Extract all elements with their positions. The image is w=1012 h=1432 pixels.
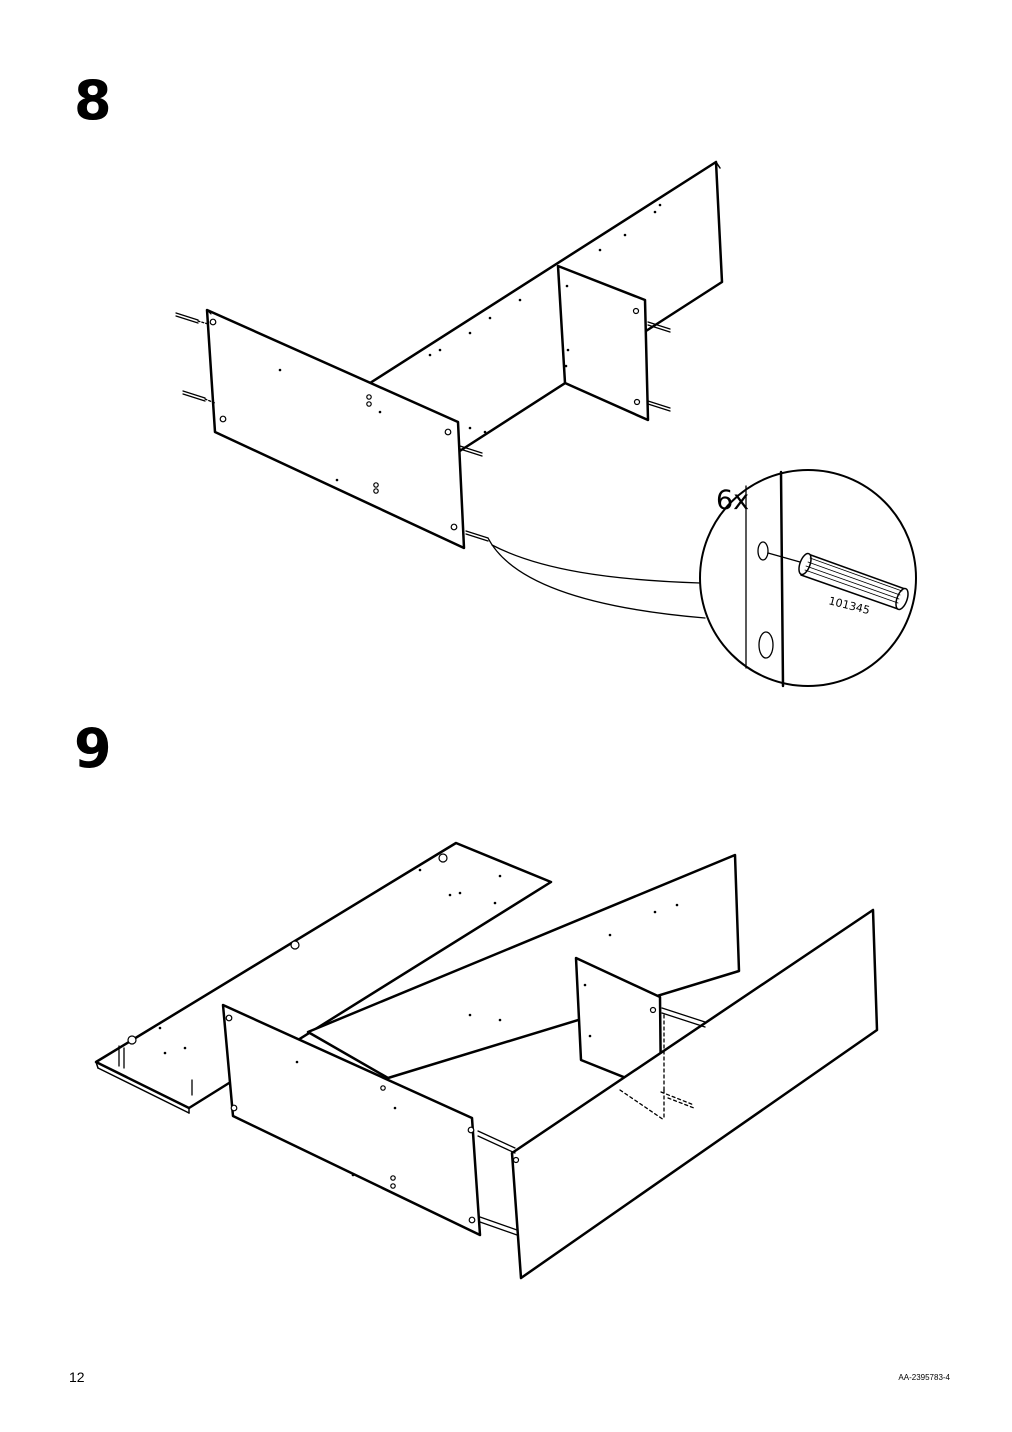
bottom-panel	[94, 841, 553, 1114]
divider-panel	[556, 264, 650, 422]
detail-callout	[699, 469, 917, 688]
side-panel	[205, 308, 466, 550]
quantity-label: 6x	[716, 485, 749, 516]
dowels-step-8	[175, 312, 671, 542]
step-9-number: 9	[74, 717, 112, 780]
left-side-panel	[221, 1003, 482, 1237]
wooden-dowel-icon	[798, 552, 909, 611]
document-code: AA-2395783-4	[898, 1373, 950, 1382]
page-number: 12	[69, 1369, 85, 1385]
back-panel	[306, 853, 741, 1080]
step-8-number: 8	[74, 69, 112, 132]
dowels-step-9	[477, 1007, 706, 1236]
front-panel	[510, 908, 879, 1280]
